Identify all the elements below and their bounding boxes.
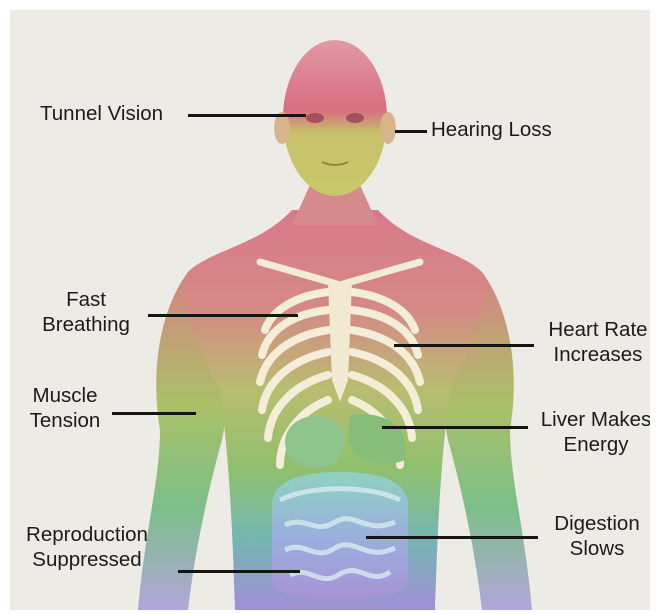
label-reproduction: Reproduction Suppressed: [12, 523, 162, 572]
leader-line-fast-breathing: [148, 314, 298, 317]
label-liver-energy: Liver Makes Energy: [526, 408, 650, 457]
leader-line-reproduction: [178, 570, 300, 573]
label-muscle-tension: Muscle Tension: [20, 384, 110, 433]
label-hearing-loss: Hearing Loss: [431, 118, 552, 143]
label-muscle-tension-line1: Muscle: [20, 384, 110, 409]
label-digestion-line1: Digestion: [542, 512, 650, 537]
label-heart-rate-line1: Heart Rate: [538, 318, 650, 343]
label-heart-rate: Heart Rate Increases: [538, 318, 650, 367]
label-muscle-tension-line2: Tension: [20, 409, 110, 434]
anatomy-diagram: Tunnel Vision Hearing Loss Fast Breathin…: [10, 10, 650, 610]
label-fast-breathing: Fast Breathing: [36, 288, 136, 337]
label-heart-rate-line2: Increases: [538, 343, 650, 368]
label-fast-breathing-line1: Fast: [36, 288, 136, 313]
label-liver-energy-line1: Liver Makes: [526, 408, 650, 433]
leader-line-digestion: [366, 536, 538, 539]
leader-line-hearing-loss: [395, 130, 427, 133]
leader-line-heart-rate: [394, 344, 534, 347]
label-reproduction-line2: Suppressed: [12, 548, 162, 573]
leader-line-liver-energy: [382, 426, 528, 429]
leader-line-muscle-tension: [112, 412, 196, 415]
label-tunnel-vision: Tunnel Vision: [40, 102, 163, 127]
label-reproduction-line1: Reproduction: [12, 523, 162, 548]
label-fast-breathing-line2: Breathing: [36, 313, 136, 338]
label-digestion: Digestion Slows: [542, 512, 650, 561]
leader-line-tunnel-vision: [188, 114, 306, 117]
label-digestion-line2: Slows: [542, 537, 650, 562]
label-liver-energy-line2: Energy: [526, 433, 650, 458]
